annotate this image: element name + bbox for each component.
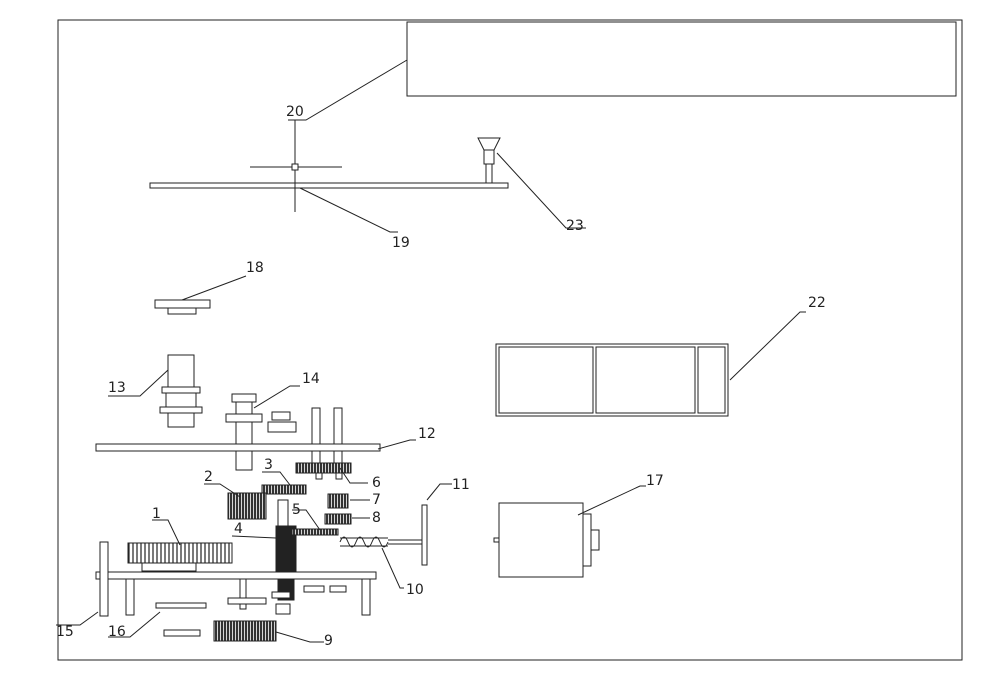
label-14: 14 xyxy=(302,371,320,387)
label-12: 12 xyxy=(418,426,436,442)
label-2: 2 xyxy=(204,469,213,485)
part-13-spindle xyxy=(159,354,203,428)
label-22: 22 xyxy=(808,295,826,311)
part-12-upper-plate xyxy=(95,407,381,464)
label-3: 3 xyxy=(264,457,273,473)
part-8-gear xyxy=(324,513,352,525)
part-18-washer xyxy=(154,299,211,315)
part-15-lower-plate xyxy=(95,541,377,617)
label-8: 8 xyxy=(372,510,381,526)
part-19-arm xyxy=(149,120,509,212)
label-18: 18 xyxy=(246,260,264,276)
label-7: 7 xyxy=(372,492,381,508)
label-15: 15 xyxy=(56,624,74,640)
part-23-cup xyxy=(477,137,501,184)
part-7-gear xyxy=(327,493,349,509)
label-20: 20 xyxy=(286,104,304,120)
label-16: 16 xyxy=(108,624,126,640)
part-3-gear xyxy=(261,484,307,495)
part-9-gear xyxy=(213,620,277,642)
part-2-gear xyxy=(227,492,267,520)
label-17: 17 xyxy=(646,473,664,489)
part-1-large-gear xyxy=(127,542,233,572)
part-17-motor xyxy=(493,502,600,578)
part-22-battery-box xyxy=(495,343,729,417)
drawing-frame xyxy=(57,19,963,661)
label-19: 19 xyxy=(392,235,410,251)
label-10: 10 xyxy=(406,582,424,598)
label-23: 23 xyxy=(566,218,584,234)
label-13: 13 xyxy=(108,380,126,396)
label-5: 5 xyxy=(292,502,301,518)
part-16-washer xyxy=(155,602,207,637)
label-4: 4 xyxy=(234,521,243,537)
part-11-plate xyxy=(421,504,428,566)
label-9: 9 xyxy=(324,633,333,649)
label-6: 6 xyxy=(372,475,381,491)
part-5-gear xyxy=(291,528,339,536)
part-10-worm xyxy=(339,536,424,548)
title-block xyxy=(406,21,957,97)
part-6-gear xyxy=(295,462,352,480)
leader-lines xyxy=(56,59,806,643)
label-11: 11 xyxy=(452,477,470,493)
part-14-hub xyxy=(225,393,297,471)
label-1: 1 xyxy=(152,506,161,522)
